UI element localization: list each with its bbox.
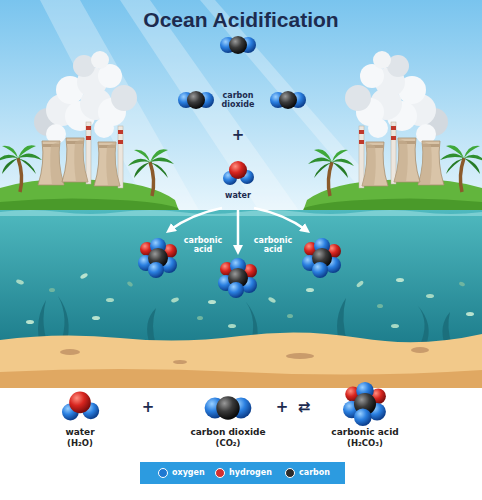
seaweed [147,308,156,345]
ocean [0,210,482,345]
stones [60,349,80,355]
stones [286,353,314,359]
ocean-illustration [220,36,256,54]
shell-particles [106,298,114,302]
seabed [0,332,482,388]
ocean-illustration [302,238,341,278]
shell-particles [268,296,277,303]
chemical-formula: (CO₂) [216,439,241,449]
shell-particles [466,312,474,316]
chemical-formula: (H₂CO₃) [347,439,383,449]
legend-swatch [158,468,168,478]
ocean-illustration [62,392,99,421]
shell-particles [377,304,383,308]
ocean-illustration [62,392,99,421]
shell-particles [426,294,434,298]
shell-particles [228,324,236,328]
shell-particles [26,320,34,324]
ocean-illustration [205,396,252,419]
shell-particles [16,279,25,285]
shell-particles [80,272,89,279]
legend-band [140,462,345,484]
legend-text: carbon [299,468,330,477]
chemical-formula: (H₂O) [67,439,93,449]
reaction-arrows [237,210,240,250]
power-plant-island [302,51,482,214]
ocean-illustration [343,382,386,426]
shell-particles [49,288,55,292]
diagram-title: Ocean Acidification [143,8,338,32]
shell-particles [171,297,180,303]
stones [60,347,429,364]
shell-particles [208,300,216,304]
shell-particles [306,288,314,292]
shell-particles [197,316,203,320]
ocean-illustration [138,238,177,278]
white-ground [0,388,482,500]
plus-sign: + [142,399,155,416]
molecule-label: carbonic acid [253,236,293,254]
shell-particles [356,280,365,288]
plus-sign: + [276,399,289,416]
shell-particles [126,281,133,288]
legend-text: oxygen [172,468,205,477]
ocean-illustration [178,91,214,109]
legend-text: hydrogen [229,468,272,477]
molecule-name: carbonic acid [331,427,398,437]
molecule-label: carbon dioxide [218,91,258,109]
shell-particles [458,281,465,287]
reaction-arrows [254,208,306,230]
molecule-name: water [65,427,94,437]
stones [173,360,187,364]
seabed-layer [0,369,482,388]
shell-particles [287,314,293,318]
ocean-illustration [205,396,252,419]
reaction-arrows [170,208,222,230]
equilibrium-arrow: ⇄ [298,399,311,416]
shell-particles [391,324,399,328]
power-plant-island [302,51,482,214]
molecule-label: carbonic acid [183,236,223,254]
ocean-illustration [270,91,306,109]
seaweed [418,306,429,345]
plus-sign: + [232,127,245,144]
stones [411,347,429,353]
water-surface [0,210,482,216]
shell-particles [396,278,404,282]
molecule-name: carbon dioxide [190,427,265,437]
molecule-label: water [225,191,251,200]
ocean-illustration [218,258,257,298]
ocean-illustration [343,382,386,426]
shell-particles [92,316,100,320]
legend-swatch [285,468,295,478]
ocean-illustration [0,51,180,214]
ocean-illustration [223,161,254,185]
legend-swatch [215,468,225,478]
